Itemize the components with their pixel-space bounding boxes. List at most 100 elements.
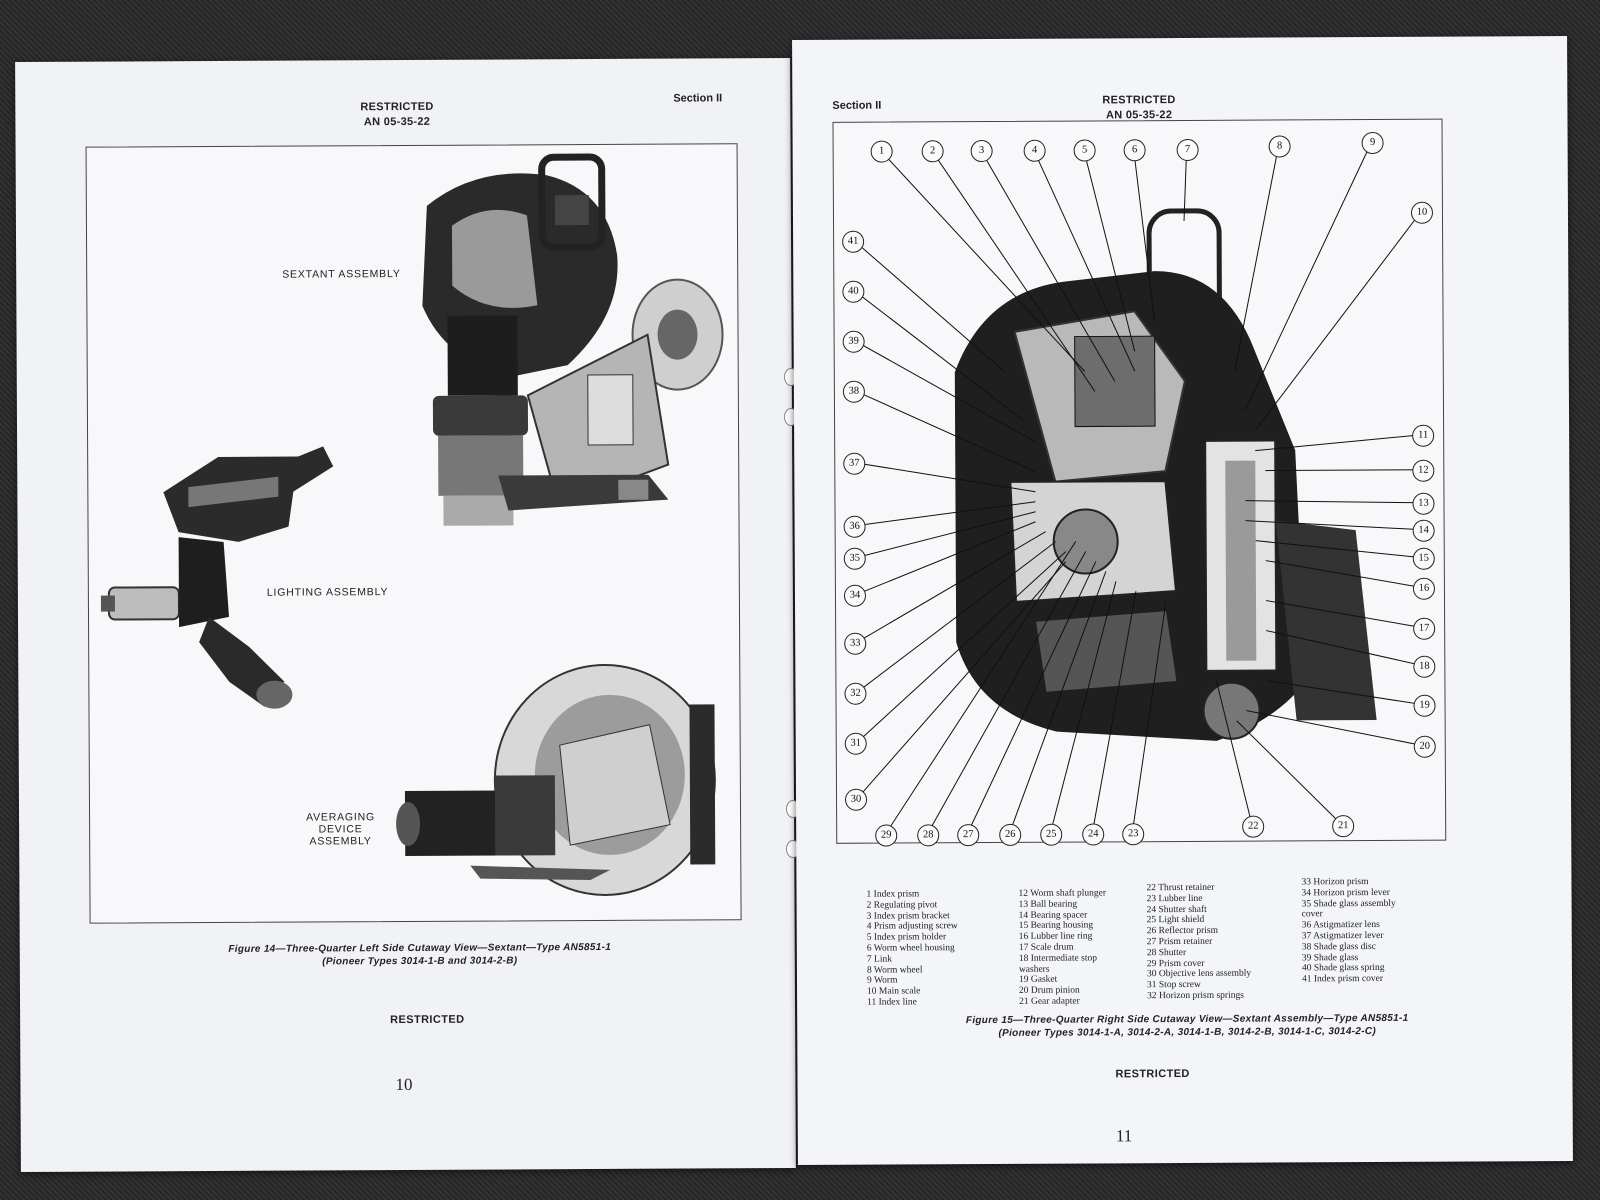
callout-6: 6 (1123, 139, 1146, 162)
legend-item: 4 Prism adjusting screw (866, 921, 958, 933)
callout-17: 17 (1413, 617, 1436, 640)
averaging-label-line3: ASSEMBLY (309, 835, 372, 848)
legend-item: 26 Reflector prism (1146, 926, 1218, 937)
legend-item: 40 Shade glass spring (1301, 963, 1385, 974)
legend-item: 6 Worm wheel housing (866, 943, 955, 954)
callout-25: 25 (1040, 823, 1063, 846)
figure-15-frame: 1 2 3 4 5 6 7 8 9 10 11 12 13 14 15 16 1… (832, 118, 1447, 847)
legend-item: 27 Prism retainer (1146, 936, 1213, 948)
callout-39: 39 (842, 330, 865, 353)
callout-23: 23 (1122, 823, 1145, 846)
legend-item: 7 Link (866, 954, 892, 965)
legend-item: 2 Regulating pivot (866, 900, 938, 911)
callout-24: 24 (1082, 823, 1105, 846)
averaging-label-line2: DEVICE (318, 823, 363, 836)
legend-column-1: 1 Index prism 2 Regulating pivot 3 Index… (867, 889, 959, 1008)
figure-15-illustration (853, 141, 1424, 835)
right-footer-restricted: RESTRICTED (1115, 1067, 1190, 1081)
legend-item: 21 Gear adapter (1019, 996, 1080, 1007)
callout-18: 18 (1413, 655, 1436, 678)
legend-item: 38 Shade glass disc (1301, 941, 1376, 953)
right-header: RESTRICTED AN 05-35-22 (1102, 93, 1175, 123)
callout-41: 41 (842, 230, 865, 253)
callout-31: 31 (844, 732, 867, 755)
legend-item: 14 Bearing spacer (1018, 910, 1088, 921)
averaging-label-line1: AVERAGING (306, 811, 375, 824)
sextant-assembly-label: SEXTANT ASSEMBLY (282, 268, 401, 281)
legend-item: 28 Shutter (1146, 947, 1187, 958)
legend-item: 41 Index prism cover (1301, 974, 1384, 985)
callout-35: 35 (843, 547, 866, 570)
figure-15-caption-line2: (Pioneer Types 3014-1-A, 3014-2-A, 3014-… (998, 1025, 1377, 1039)
sextant-cutaway-drawing (954, 208, 1377, 741)
legend-item: 17 Scale drum (1018, 942, 1074, 953)
legend-item: 18 Intermediate stop (1018, 953, 1097, 964)
callout-10: 10 (1410, 201, 1434, 224)
legend-item: 25 Light shield (1146, 915, 1205, 926)
right-page-number: 11 (1115, 1126, 1133, 1146)
callout-21: 21 (1332, 815, 1355, 838)
right-page: Section II RESTRICTED AN 05-35-22 (792, 35, 1573, 1166)
callout-14: 14 (1412, 519, 1435, 542)
legend-item: 30 Objective lens assembly (1146, 969, 1252, 980)
callout-1: 1 (870, 140, 893, 163)
figure-15-caption: Figure 15—Three-Quarter Right Side Cutaw… (842, 1011, 1532, 1041)
legend-item: cover (1301, 909, 1323, 920)
sextant-assembly-drawing (422, 153, 724, 526)
legend-item: 13 Ball bearing (1018, 899, 1078, 910)
legend-item: 9 Worm (866, 975, 898, 987)
legend-column-3: 22 Thrust retainer 23 Lubber line 24 Shu… (1146, 883, 1251, 1002)
figure-14-caption: Figure 14—Three-Quarter Left Side Cutawa… (95, 940, 745, 969)
callout-29: 29 (875, 824, 898, 847)
lighting-assembly-label: LIGHTING ASSEMBLY (266, 586, 389, 599)
callout-30: 30 (844, 788, 868, 811)
legend-item: 12 Worm shaft plunger (1018, 888, 1107, 899)
legend-item: 10 Main scale (867, 986, 921, 997)
legend-item: 39 Shade glass (1301, 952, 1359, 963)
figure-14-illustration (100, 153, 724, 896)
legend-item: 22 Thrust retainer (1146, 882, 1215, 894)
averaging-device-label: AVERAGING DEVICE ASSEMBLY (306, 811, 375, 847)
callout-36: 36 (843, 515, 866, 538)
left-section-label: Section II (673, 92, 723, 105)
legend-item: 20 Drum pinion (1019, 985, 1080, 997)
left-footer-restricted: RESTRICTED (390, 1013, 465, 1027)
callout-33: 33 (844, 632, 867, 655)
legend-item: 8 Worm wheel (866, 964, 923, 976)
callout-34: 34 (843, 584, 867, 607)
left-header-restricted: RESTRICTED (360, 100, 434, 114)
callout-19: 19 (1413, 694, 1436, 717)
legend-item: 23 Lubber line (1146, 893, 1203, 904)
left-header-doc-number: AN 05-35-22 (363, 115, 431, 129)
left-page-number: 10 (395, 1074, 413, 1095)
callout-2: 2 (921, 140, 944, 163)
legend-item: 19 Gasket (1018, 975, 1058, 986)
right-section-label: Section II (832, 99, 882, 112)
callout-28: 28 (917, 824, 940, 847)
legend-item: 1 Index prism (866, 889, 920, 900)
legend-column-4: 33 Horizon prism 34 Horizon prism lever … (1301, 877, 1396, 985)
left-header: RESTRICTED AN 05-35-22 (360, 100, 433, 130)
figure-14-caption-line2: (Pioneer Types 3014-1-B and 3014-2-B) (322, 955, 518, 968)
legend-item: 34 Horizon prism lever (1301, 887, 1390, 899)
callout-20: 20 (1413, 735, 1436, 758)
right-header-restricted: RESTRICTED (1102, 94, 1176, 107)
legend-item: 35 Shade glass assembly (1301, 898, 1396, 909)
callout-4: 4 (1023, 139, 1046, 162)
legend-item: 37 Astigmatizer lever (1301, 930, 1384, 942)
callout-9: 9 (1361, 131, 1384, 155)
legend-item: 3 Index prism bracket (866, 910, 950, 922)
legend-item: 29 Prism cover (1146, 958, 1205, 969)
callout-22: 22 (1242, 815, 1265, 838)
legend-item: 5 Index prism holder (866, 932, 947, 943)
lighting-assembly-drawing (100, 446, 334, 709)
left-page: RESTRICTED AN 05-35-22 Section II (15, 57, 796, 1173)
callout-12: 12 (1412, 459, 1435, 482)
callout-32: 32 (844, 682, 867, 705)
legend-item: 15 Bearing housing (1018, 920, 1094, 932)
callout-27: 27 (957, 824, 980, 847)
legend-item: 16 Lubber line ring (1018, 931, 1093, 943)
leader-lines (853, 141, 1424, 835)
callout-16: 16 (1412, 577, 1435, 600)
callout-3: 3 (970, 139, 993, 163)
